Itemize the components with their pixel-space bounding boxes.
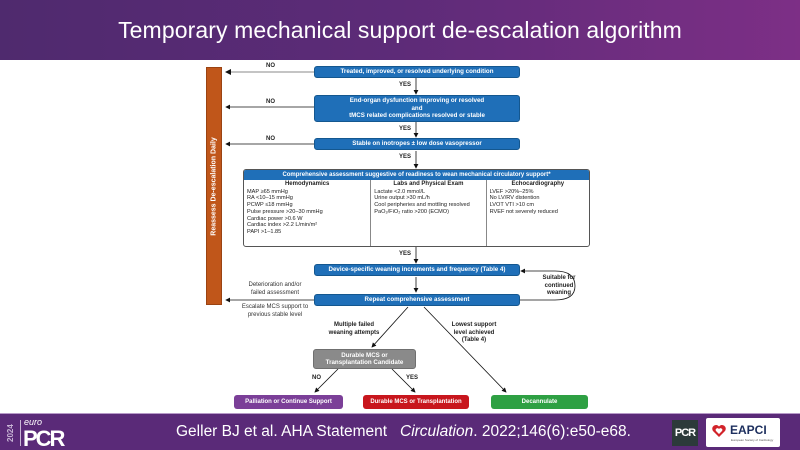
step-end-organ-line2: and	[411, 104, 423, 112]
note-line: Escalate MCS support to	[241, 304, 309, 310]
criterion: Cardiac index >2.2 L/min/m²	[247, 222, 318, 229]
multiple-failed-note: Multiple failed weaning attempts	[322, 322, 386, 337]
candidate-decision-box: Durable MCS or Transplantation Candidate	[313, 349, 416, 369]
citation-authors: Geller BJ et al. AHA Statement	[176, 423, 388, 440]
yes-durable-arrow	[391, 368, 416, 393]
slide-title: Temporary mechanical support de-escalati…	[118, 16, 682, 43]
criterion: Cool peripheries and mottling resolved	[374, 202, 470, 209]
citation: Geller BJ et al. AHA Statement Circulati…	[176, 423, 631, 441]
criterion: No LV/RV distention	[489, 195, 540, 202]
logo-separator	[20, 420, 21, 446]
yes-label-3: YES	[399, 154, 412, 160]
criterion: RA <10–15 mmHg	[247, 195, 293, 202]
note-line: continued	[544, 282, 574, 289]
assessment-column-echo: Echocardiography LVEF >20%–25% No LV/RV …	[485, 180, 589, 246]
europcr-logo: 2024 euro PCR	[6, 417, 86, 450]
note-line: failed assessment	[250, 289, 300, 296]
no-label-candidate: NO	[312, 375, 321, 381]
step-weaning-increments-text: Device-specific weaning increments and f…	[328, 266, 506, 274]
assessment-column-labs: Labs and Physical Exam Lactate <2.0 mmol…	[370, 180, 485, 246]
step-end-organ: End-organ dysfunction improving or resol…	[314, 95, 520, 122]
escalate-note: Escalate MCS support to previous stable …	[237, 304, 313, 319]
yes-label-candidate: YES	[406, 375, 419, 381]
criterion: PCWP ≤18 mmHg	[247, 202, 293, 209]
outcome-decannulate: Decannulate	[491, 395, 588, 409]
citation-ref: . 2022;146(6):e50-e68.	[473, 423, 631, 440]
step-stable-inotropes-text: Stable on inotropes ± low dose vasopress…	[352, 140, 482, 148]
eapci-text: EAPCI	[730, 423, 767, 437]
step-weaning-increments: Device-specific weaning increments and f…	[314, 264, 520, 276]
column-title: Echocardiography	[511, 181, 565, 187]
yes-label-4: YES	[399, 251, 412, 257]
slide-header: Temporary mechanical support de-escalati…	[0, 0, 800, 60]
logo-pcr: PCR	[23, 426, 65, 450]
candidate-line2: Transplantation Candidate	[325, 359, 404, 366]
reassess-daily-label: Reassess De-escalation Daily	[210, 136, 218, 236]
eapci-logo: EAPCI European Society of Cardiology	[706, 418, 780, 447]
lowest-support-arrow	[423, 306, 507, 393]
criterion: MAP ≥65 mmHg	[247, 188, 288, 195]
criterion: Cardiac power >0.6 W	[247, 215, 303, 222]
note-line: weaning attempts	[328, 329, 380, 336]
deterioration-note: Deterioration and/or failed assessment	[240, 282, 310, 297]
note-line: Multiple failed	[333, 322, 374, 328]
suitable-weaning-note: Suitable for continued weaning	[534, 275, 584, 298]
criterion: PAPI >1–1.85	[247, 228, 282, 235]
step-end-organ-line3: tMCS related complications resolved or s…	[349, 112, 485, 120]
outcome-palliation: Palliation or Continue Support	[234, 395, 343, 409]
step-end-organ-line1: End-organ dysfunction improving or resol…	[349, 97, 485, 105]
no-label-2: NO	[266, 99, 275, 105]
heart-icon	[712, 425, 726, 437]
step-repeat-assessment: Repeat comprehensive assessment	[314, 294, 520, 306]
step-stable-inotropes: Stable on inotropes ± low dose vasopress…	[314, 138, 520, 150]
pcr-badge-logo: PCR	[672, 420, 698, 446]
multiple-failed-arrow	[371, 306, 409, 348]
note-line: weaning	[546, 290, 571, 296]
note-line: level achieved	[453, 329, 495, 336]
criterion: LVEF >20%–25%	[489, 188, 534, 195]
column-title: Hemodynamics	[284, 181, 330, 187]
no-palliation-arrow	[314, 368, 339, 393]
note-line: Lowest support	[451, 322, 497, 328]
outcome-durable-mcs: Durable MCS or Transplantation	[363, 395, 469, 409]
yes-label-2: YES	[399, 126, 412, 132]
eapci-subtext: European Society of Cardiology	[731, 438, 774, 442]
criterion: Pulse pressure >20–30 mmHg	[247, 208, 323, 215]
suitable-loop-arrow	[519, 268, 576, 301]
assessment-column-hemodynamics: Hemodynamics MAP ≥65 mmHg RA <10–15 mmHg…	[244, 180, 370, 246]
note-line: (Table 4)	[461, 337, 487, 343]
logo-euro: euro	[24, 417, 43, 427]
criterion: PaO₂/FiO₂ ratio >200 (ECMO)	[374, 208, 450, 215]
column-title: Labs and Physical Exam	[393, 181, 464, 187]
assessment-title: Comprehensive assessment suggestive of r…	[244, 170, 589, 180]
note-line: Deterioration and/or	[248, 282, 302, 288]
note-line: previous stable level	[247, 311, 303, 318]
flow-arrows	[225, 69, 576, 393]
de-escalation-algorithm-diagram: Reassess De-escalation Daily NO NO NO Tr…	[0, 60, 800, 413]
citation-journal: Circulation	[400, 423, 474, 440]
no-label-3: NO	[266, 136, 275, 142]
step-treated-condition: Treated, improved, or resolved underlyin…	[314, 66, 520, 78]
criterion: Urine output >30 mL/h	[374, 195, 430, 202]
reassess-daily-bar: Reassess De-escalation Daily	[206, 67, 222, 305]
no-label-1: NO	[266, 63, 275, 69]
criterion: RVEF not severely reduced	[489, 208, 558, 215]
comprehensive-assessment-table: Comprehensive assessment suggestive of r…	[243, 169, 590, 247]
note-line: Suitable for	[542, 275, 576, 281]
yes-label-1: YES	[399, 82, 412, 88]
step-repeat-assessment-text: Repeat comprehensive assessment	[364, 296, 470, 304]
slide-footer: 2024 euro PCR Geller BJ et al. AHA State…	[0, 413, 800, 450]
criterion: Lactate <2.0 mmol/L	[374, 188, 426, 195]
criterion: LVOT VTI >10 cm	[489, 202, 534, 209]
logo-year: 2024	[6, 424, 15, 442]
step-treated-condition-text: Treated, improved, or resolved underlyin…	[340, 68, 494, 76]
lowest-support-note: Lowest support level achieved (Table 4)	[446, 322, 502, 345]
candidate-line1: Durable MCS or	[341, 351, 388, 359]
